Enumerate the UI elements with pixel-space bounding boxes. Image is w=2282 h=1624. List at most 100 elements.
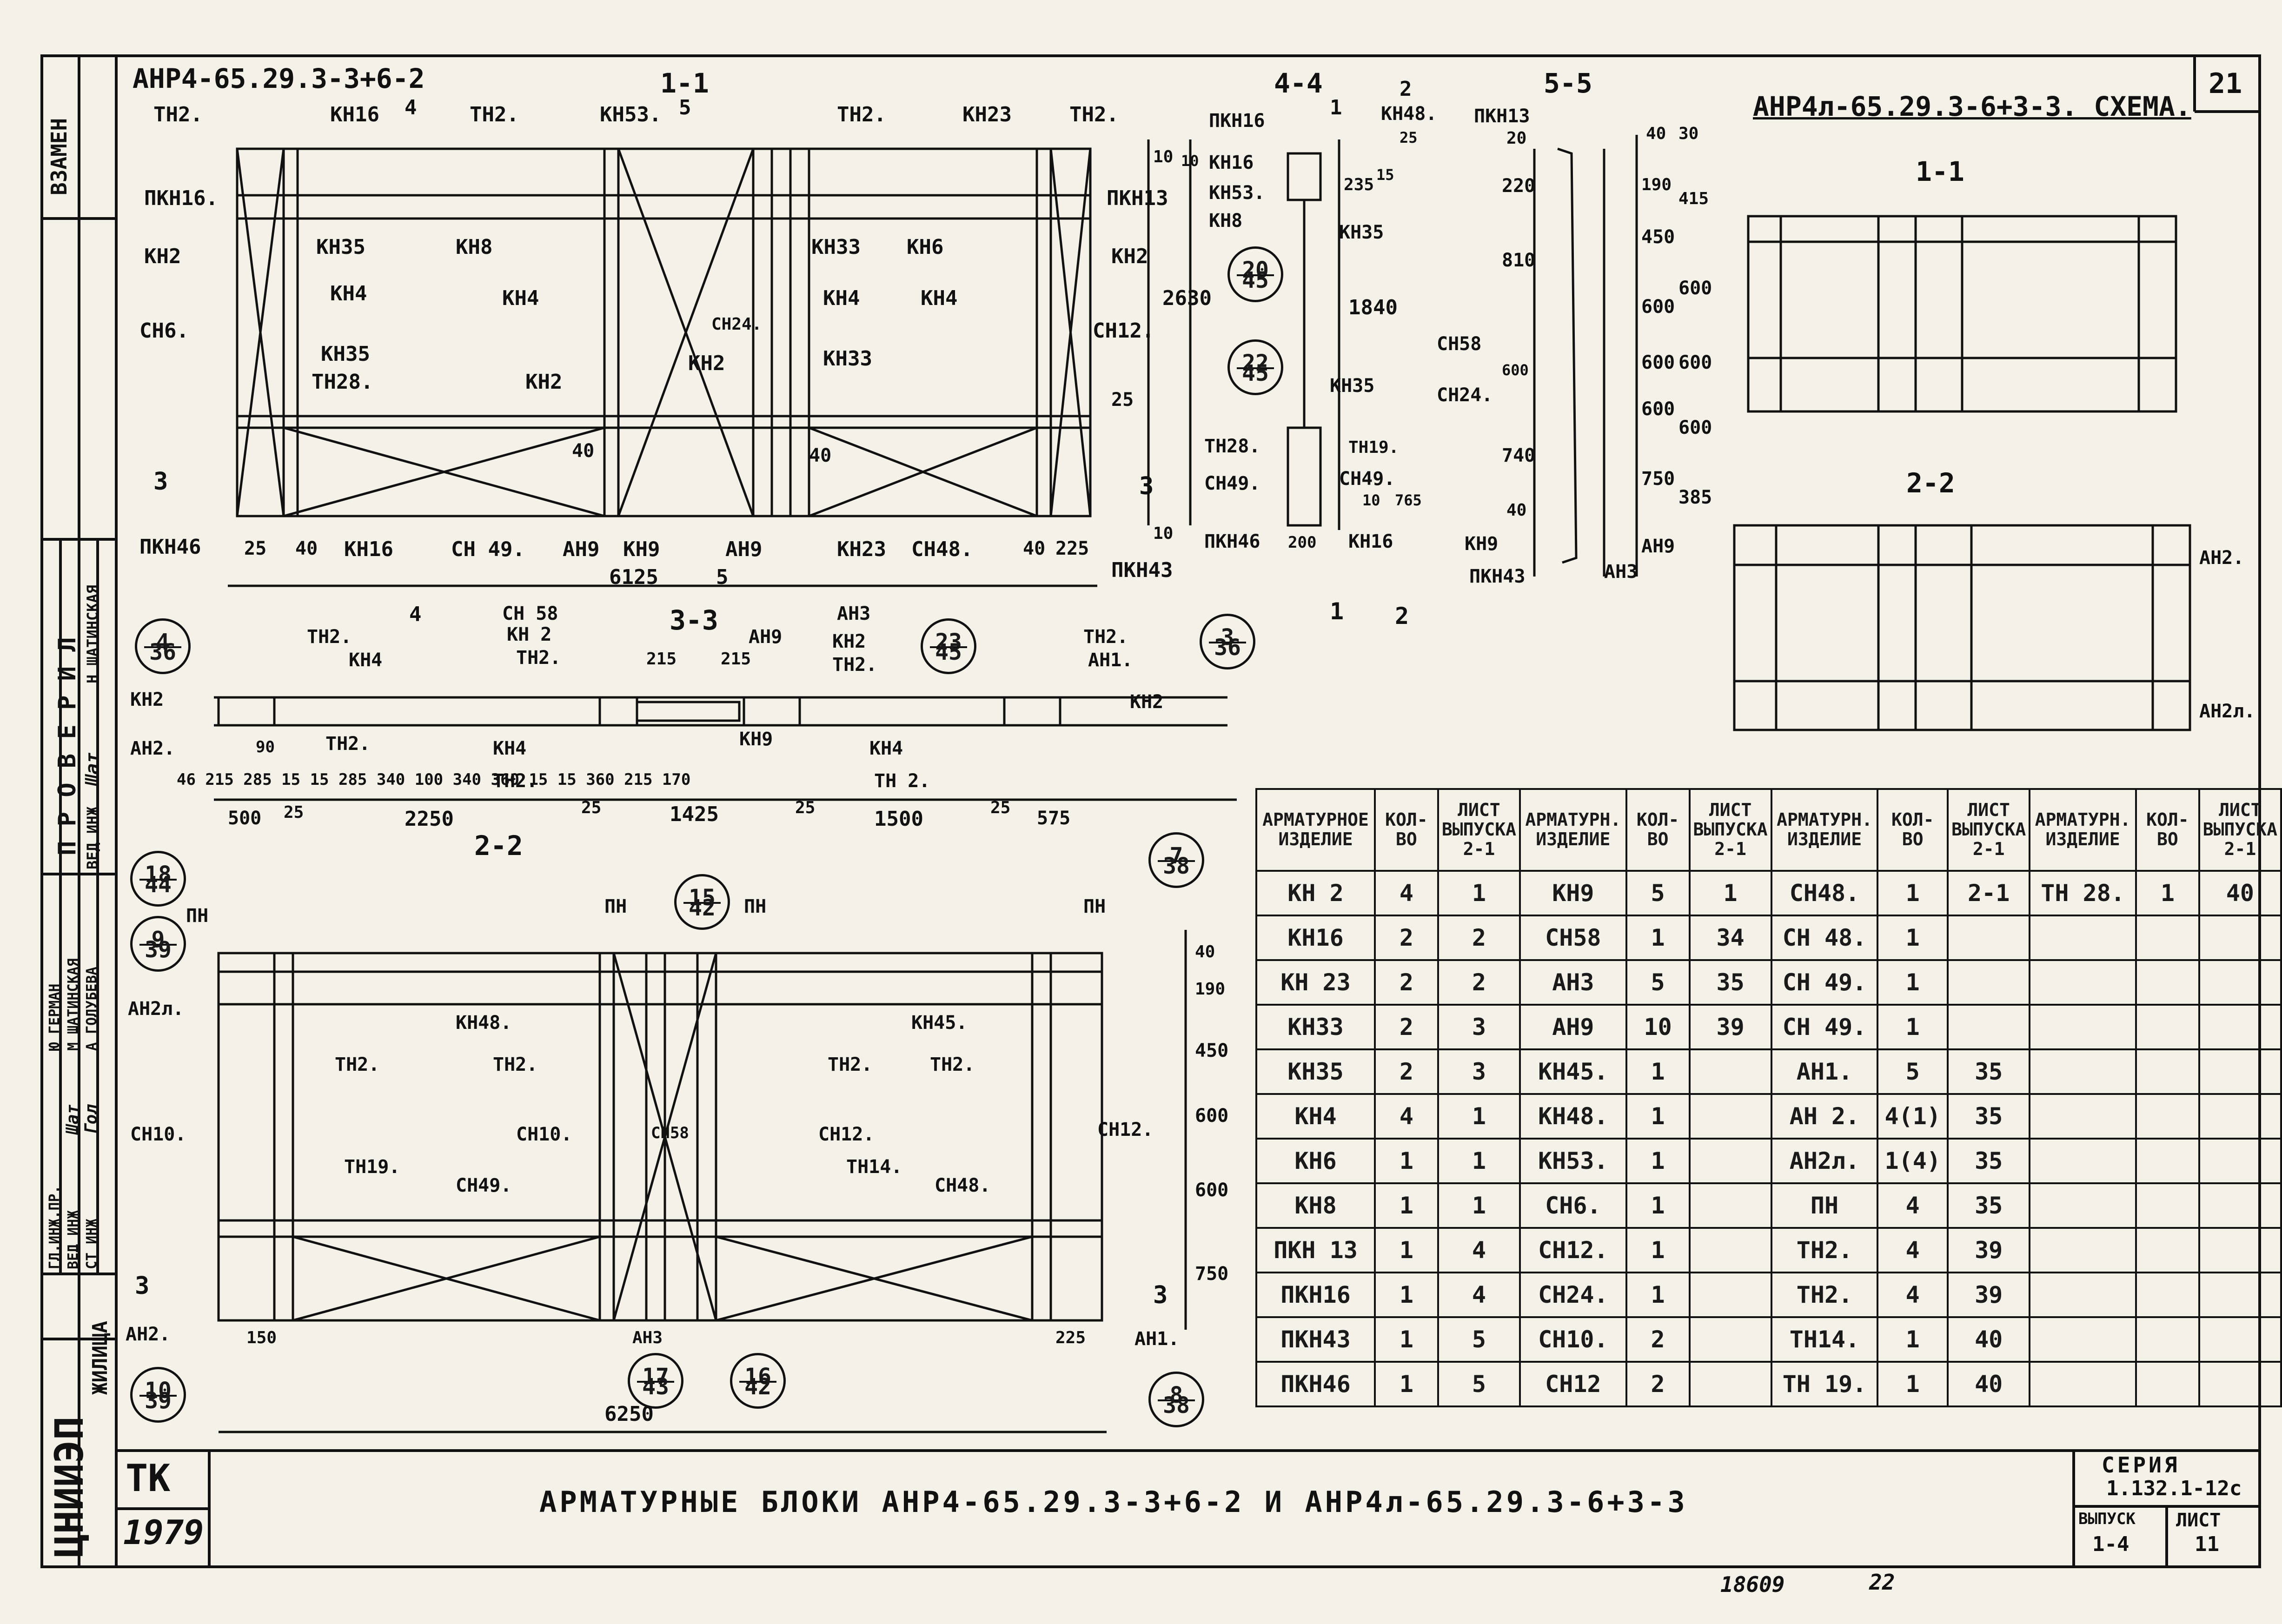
table-cell <box>2029 1182 2137 1229</box>
label: АН2. <box>126 1324 171 1345</box>
table-cell: 1 <box>2135 870 2200 916</box>
table-cell <box>2198 1138 2282 1184</box>
section-2-2-title: 2-2 <box>474 830 523 862</box>
table-cell: 39 <box>1947 1227 2031 1273</box>
table-cell: 4 <box>1437 1272 1521 1318</box>
label: ПН <box>1083 896 1106 917</box>
label: СН49. <box>1339 468 1395 490</box>
sheet-number: 21 <box>2209 67 2242 100</box>
label: СН 58 <box>502 603 558 624</box>
table-cell <box>1688 1227 1772 1273</box>
author-1-name: Ю ГЕРМАН <box>46 983 63 1051</box>
label: СН58 <box>651 1124 689 1142</box>
author-2-name: М ШАТИНСКАЯ <box>65 958 81 1051</box>
label: 4 <box>409 603 422 626</box>
table-cell <box>1688 1316 1772 1363</box>
label: 150 <box>246 1328 277 1347</box>
label: КН2 <box>688 351 725 375</box>
label: КН2 <box>525 370 563 394</box>
label: ТН2. <box>470 103 519 126</box>
table-cell <box>2135 959 2200 1006</box>
table-cell <box>2029 1048 2137 1095</box>
table-cell <box>1947 915 2031 961</box>
label: 740 <box>1502 445 1536 466</box>
label: 90 <box>256 738 275 756</box>
table-cell: 1 <box>1688 870 1772 916</box>
col-header: АРМАТУРН. ИЗДЕЛИЕ <box>1770 788 1879 872</box>
label: ТН2. <box>930 1054 975 1075</box>
label: 3 <box>1153 1281 1168 1309</box>
label: КН4 <box>330 282 367 305</box>
table-cell <box>2198 1361 2282 1407</box>
label: КН23 <box>962 103 1012 126</box>
label: 25 <box>284 803 304 822</box>
table-cell: КН 2 <box>1255 870 1376 916</box>
col-header: ЛИСТ ВЫПУСКА 2-1 <box>1947 788 2031 872</box>
label: 40 <box>809 445 832 466</box>
table-cell: 10 <box>1625 1004 1691 1050</box>
table-cell: КН48. <box>1519 1093 1627 1140</box>
label: 200 <box>1288 533 1317 552</box>
label: 1500 <box>874 807 923 831</box>
table-cell <box>2198 1182 2282 1229</box>
label: СН58 <box>1437 333 1482 355</box>
table-cell <box>2029 915 2137 961</box>
table-cell: 1 <box>1877 1316 1949 1363</box>
label: ПН <box>186 905 209 927</box>
label: ТН19. <box>344 1156 400 1178</box>
table-cell <box>2198 1272 2282 1318</box>
table-cell <box>1688 1093 1772 1140</box>
table-cell: 2 <box>1625 1361 1691 1407</box>
table-cell: 1 <box>1877 1361 1949 1407</box>
table-cell: 34 <box>1688 915 1772 961</box>
label: ТН2. <box>1069 103 1119 126</box>
label: 2 <box>1400 77 1412 101</box>
table-cell <box>2135 1227 2200 1273</box>
table-cell <box>2198 915 2282 961</box>
table-cell: 1 <box>1625 1093 1691 1140</box>
label: СН24. <box>1437 384 1493 406</box>
label: 600 <box>1641 352 1675 373</box>
author-3-signature: Гол <box>82 1104 101 1134</box>
label: ТН2. <box>325 733 371 755</box>
label: ПКН46 <box>139 535 201 559</box>
label: 20 <box>1506 129 1527 148</box>
label: АН3 <box>837 603 871 624</box>
table-cell: 4 <box>1877 1227 1949 1273</box>
label: ТН2. <box>828 1054 873 1075</box>
table-cell <box>2135 1093 2200 1140</box>
table-cell: 1 <box>1437 1093 1521 1140</box>
table-cell: 4 <box>1877 1272 1949 1318</box>
table-cell <box>1688 1048 1772 1095</box>
table-cell: 1 <box>1374 1272 1439 1318</box>
label: КН4 <box>869 738 903 759</box>
label: 10 <box>1153 147 1174 166</box>
label: 1 <box>1330 598 1344 625</box>
table-cell: ТН2. <box>1770 1272 1879 1318</box>
table-cell: ТН14. <box>1770 1316 1879 1363</box>
label: 385 <box>1678 487 1712 508</box>
table-cell: 2 <box>1437 915 1521 961</box>
label: КН16 <box>344 537 393 561</box>
table-cell: КН 23 <box>1255 959 1376 1006</box>
col-header: АРМАТУРН. ИЗДЕЛИЕ <box>1519 788 1627 872</box>
label: 600 <box>1678 417 1712 438</box>
table-cell: 4 <box>1374 870 1439 916</box>
tk-label: ТК <box>126 1457 171 1500</box>
label: АН9 <box>749 626 783 648</box>
label: 25 <box>1111 389 1134 411</box>
label: 6250 <box>604 1402 654 1426</box>
label: КН35 <box>316 235 365 259</box>
label: АН2. <box>130 738 175 759</box>
table-cell: 5 <box>1625 870 1691 916</box>
label: КН9 <box>1465 533 1499 555</box>
